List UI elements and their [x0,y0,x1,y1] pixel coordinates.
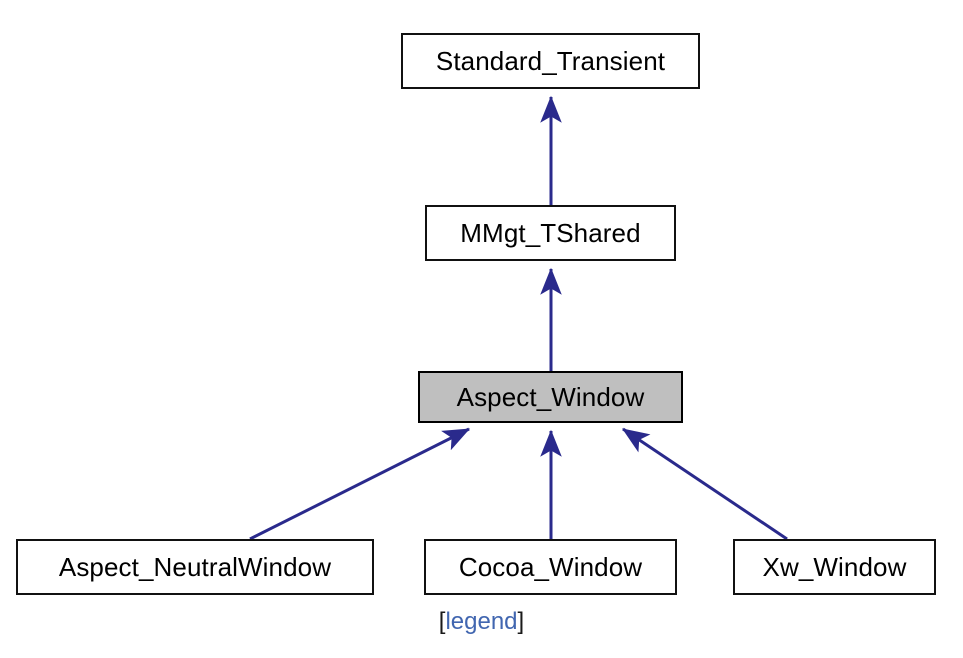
node-aspect-window[interactable]: Aspect_Window [418,371,683,423]
node-cocoa-window[interactable]: Cocoa_Window [424,539,677,595]
node-label: Aspect_Window [456,382,645,412]
node-label: Xw_Window [762,552,907,582]
node-mmgt-tshared[interactable]: MMgt_TShared [425,205,676,261]
inheritance-edges [249,95,788,541]
legend-link[interactable]: legend [445,608,518,635]
node-label: MMgt_TShared [460,218,641,248]
node-label: Aspect_NeutralWindow [58,552,332,582]
legend-close-bracket: ] [517,608,525,635]
legend-bar: [legend] [0,608,963,636]
node-xw-window[interactable]: Xw_Window [733,539,936,595]
node-label: Cocoa_Window [458,552,643,582]
edge-xw-window-to-aspect-window [622,427,788,541]
legend-open-bracket: [ [438,608,446,635]
edge-aspect-neutralwindow-to-aspect-window [249,427,471,541]
node-label: Standard_Transient [435,46,666,76]
node-aspect-neutralwindow[interactable]: Aspect_NeutralWindow [16,539,374,595]
node-standard-transient[interactable]: Standard_Transient [401,33,700,89]
